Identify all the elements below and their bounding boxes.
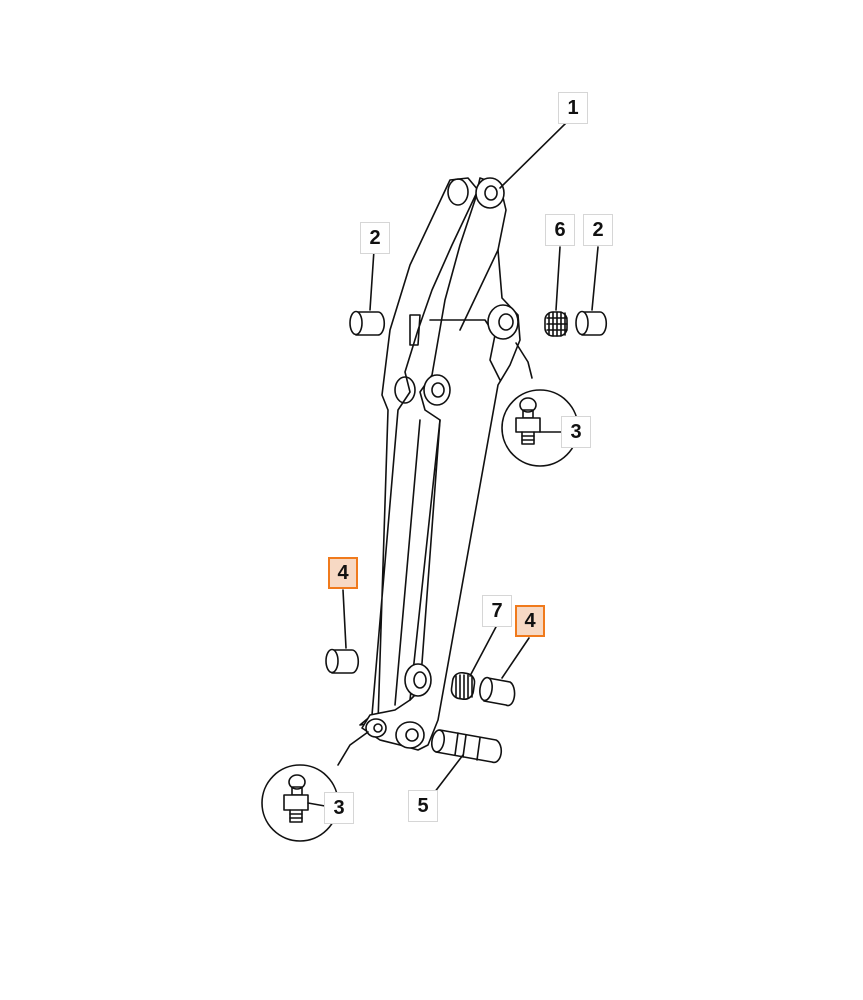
callout-5: 5 — [408, 790, 438, 822]
dipper-arm — [359, 177, 521, 751]
callout-2-right: 2 — [583, 214, 613, 246]
callout-1: 1 — [558, 92, 588, 124]
leader-lines — [307, 122, 599, 807]
bushing-lower-left — [325, 648, 360, 674]
callout-3-lower: 3 — [324, 792, 354, 824]
callout-7: 7 — [482, 595, 512, 627]
callout-4-right: 4 — [515, 605, 545, 637]
callout-2-left: 2 — [360, 222, 390, 254]
grease-nipple-magnifier-upper — [501, 342, 579, 467]
grease-nipple-magnifier-lower — [261, 731, 369, 842]
bushing-upper-right — [575, 310, 608, 336]
bushing-upper-left — [349, 310, 386, 336]
callout-4-left: 4 — [328, 557, 358, 589]
callout-6: 6 — [545, 214, 575, 246]
part-7-spring — [450, 671, 476, 701]
part-5-pin — [430, 729, 503, 764]
part-6-spring — [544, 311, 568, 337]
callout-3-upper: 3 — [561, 416, 591, 448]
bushing-lower-right — [479, 676, 516, 707]
